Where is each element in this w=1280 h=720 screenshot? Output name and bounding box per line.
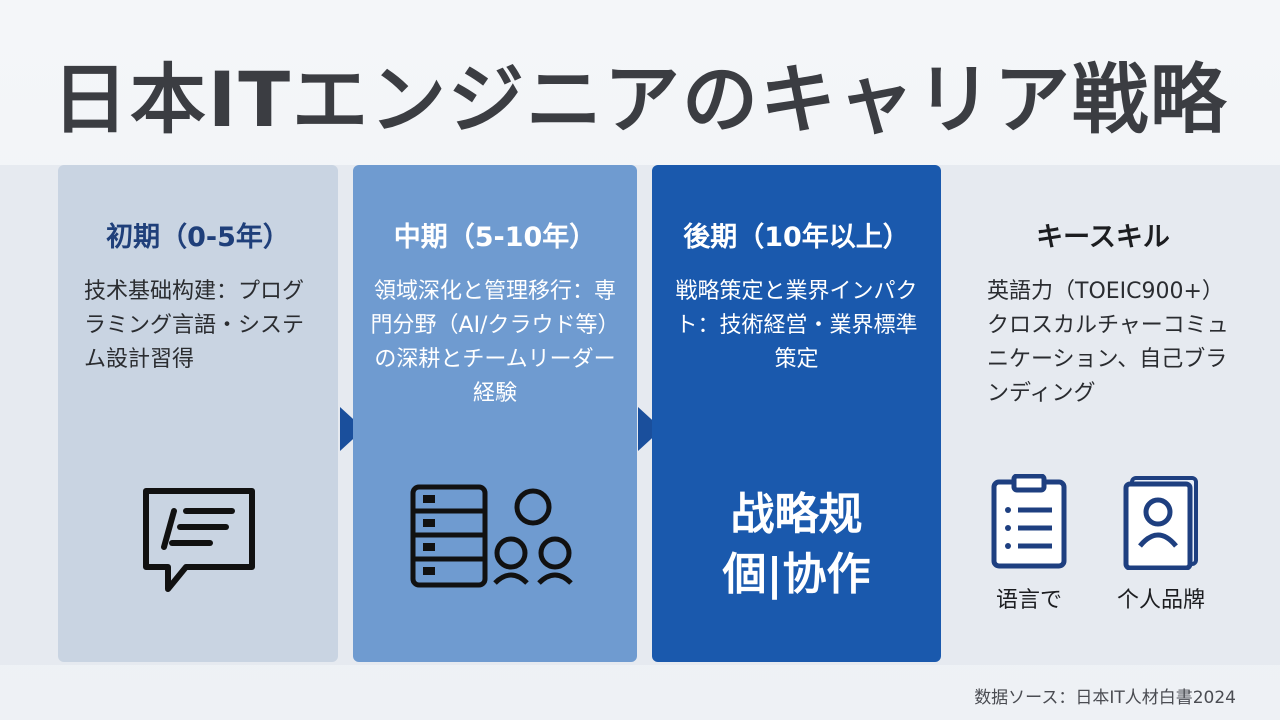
- key-skills-card: キースキル 英語力（TOEIC900+）クロスカルチャーコミュニケーション、自己…: [953, 165, 1253, 662]
- stage-early-heading: 初期（0-5年）: [106, 222, 290, 253]
- clipboard-icon: [991, 474, 1067, 569]
- stage-late-highlight: 战略规 個|协作: [652, 485, 941, 605]
- highlight-line: 個|协作: [722, 549, 871, 600]
- highlight-line: 战略规: [730, 489, 863, 540]
- stage-late-description: 戦略策定と業界インパクト：技術経営・業界標準策定: [675, 279, 918, 372]
- stage-early-card: 初期（0-5年） 技术基础构建：プログラミング言語・システム設計習得: [58, 165, 338, 662]
- page-title: 日本ITエンジニアのキャリア戦略: [51, 55, 1229, 144]
- stage-late-heading: 後期（10年以上）: [683, 222, 910, 253]
- profile-card-icon: [1123, 476, 1198, 570]
- key-skills-description: 英語力（TOEIC900+）クロスカルチャーコミュニケーション、自己ブランディン…: [987, 279, 1229, 406]
- stage-late-card: 後期（10年以上） 戦略策定と業界インパクト：技術経営・業界標準策定 战略规 個…: [652, 165, 941, 662]
- language-caption: 语言で: [995, 588, 1062, 613]
- stage-mid-description: 領域深化と管理移行：専門分野（AI/クラウド等）の深耕とチームリーダー経験: [370, 279, 620, 406]
- source-note: 数据ソース：日本IT人材白書2024: [974, 688, 1236, 708]
- key-skills-heading: キースキル: [1036, 222, 1170, 253]
- chat-document-icon: [143, 488, 255, 592]
- stage-mid-heading: 中期（5-10年）: [393, 222, 597, 253]
- personal-brand-caption: 个人品牌: [1116, 588, 1205, 613]
- stage-early-description: 技术基础构建：プログラミング言語・システム設計習得: [84, 279, 305, 372]
- server-team-icon: [410, 484, 573, 588]
- stage-mid-card: 中期（5-10年） 領域深化と管理移行：専門分野（AI/クラウド等）の深耕とチー…: [353, 165, 637, 662]
